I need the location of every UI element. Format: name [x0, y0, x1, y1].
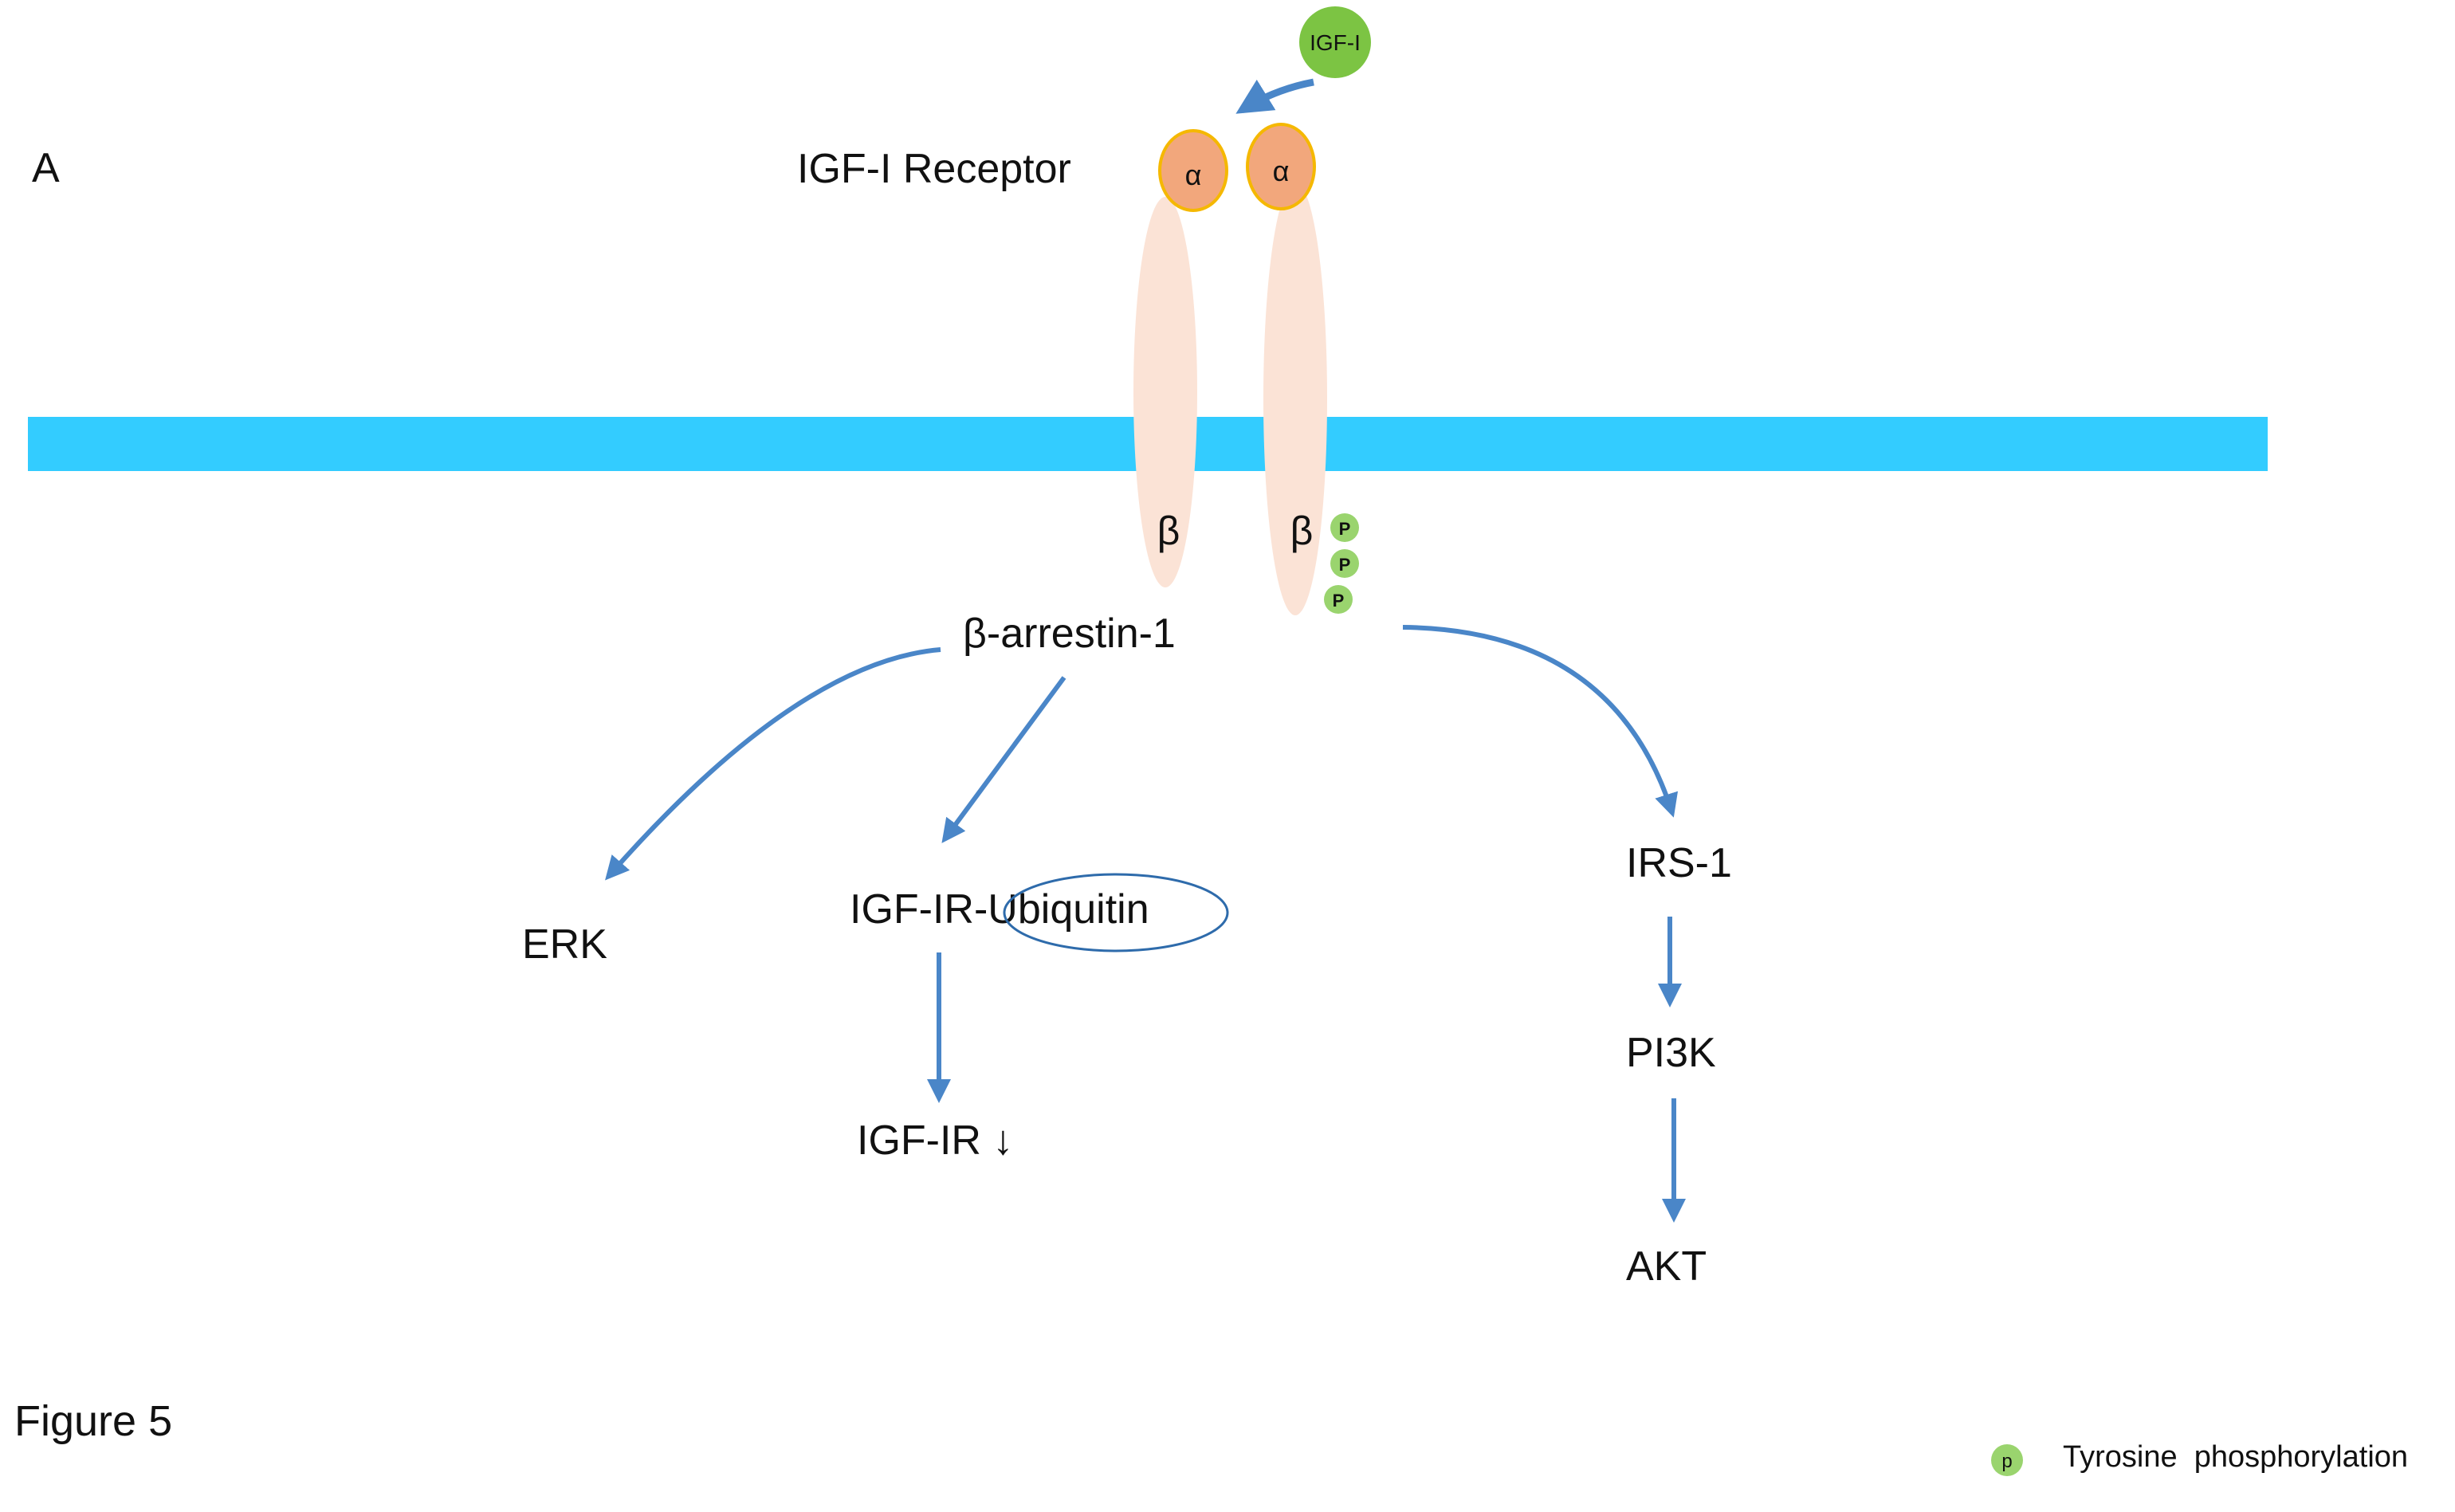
irs1-label: IRS-1 — [1626, 840, 1732, 886]
ubiquitin-text: Ubiquitin — [988, 886, 1149, 933]
phospho-site-3 — [1324, 585, 1353, 614]
phospho-site-2 — [1330, 549, 1359, 578]
igfir-ub-label: IGF-IR-Ubiquitin — [850, 886, 1149, 933]
phospho-site-1 — [1330, 513, 1359, 542]
igf-ligand-label: IGF-I — [1310, 30, 1361, 55]
legend-label: Tyrosine phosphorylation — [2063, 1440, 2408, 1474]
igfir-down-label: IGF-IR ↓ — [857, 1117, 1013, 1164]
legend-phospho-icon — [1991, 1444, 2023, 1476]
phospho-label-1: P — [1339, 519, 1351, 539]
arrow-to-igfir-ubiquitin — [941, 676, 1066, 843]
erk-label: ERK — [522, 921, 607, 968]
ligand-binding-arrow — [1235, 78, 1314, 114]
alpha-subunit-left — [1158, 129, 1228, 212]
arrow-to-irs1 — [1402, 625, 1679, 818]
igfir-prefix: IGF-IR- — [850, 886, 988, 933]
alpha-label-right: α — [1273, 155, 1290, 187]
legend-symbol: p — [2001, 1451, 2012, 1472]
pi3k-label: PI3K — [1626, 1030, 1716, 1076]
akt-label: AKT — [1626, 1243, 1707, 1290]
alpha-subunit-right — [1246, 123, 1316, 210]
beta-label-right: β — [1290, 509, 1314, 553]
alpha-label-left: α — [1185, 159, 1202, 191]
ubiquitin-ellipse — [1003, 873, 1229, 952]
beta-label-left: β — [1157, 509, 1180, 553]
beta-subunit-right — [1263, 182, 1327, 615]
panel-label: A — [32, 145, 60, 191]
arrow-to-erk — [605, 647, 941, 881]
phospho-label-3: P — [1333, 591, 1345, 611]
igf-ligand — [1299, 6, 1371, 78]
receptor-label: IGF-I Receptor — [797, 146, 1071, 192]
beta-subunit-left — [1133, 197, 1197, 587]
phospho-label-2: P — [1339, 555, 1351, 575]
figure-label: Figure 5 — [14, 1397, 172, 1445]
arrestin-label: β-arrestin-1 — [963, 611, 1176, 657]
